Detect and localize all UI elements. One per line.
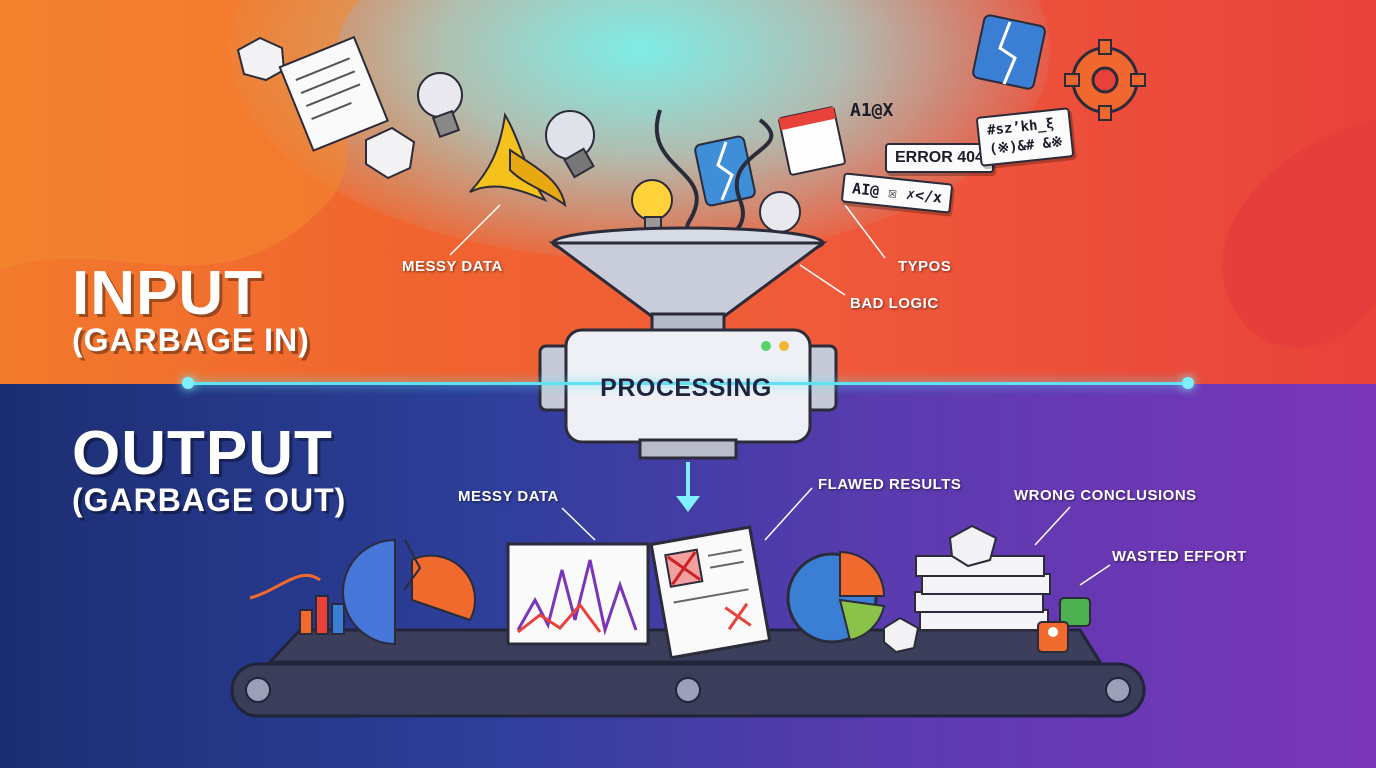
label-output-messy-data: MESSY DATA (458, 488, 559, 505)
down-arrow-icon (676, 462, 700, 512)
gear-icon (1064, 39, 1146, 121)
document-icon (278, 35, 389, 152)
error-404-tag: ERROR 404 (885, 143, 994, 173)
broken-pie-chart-icon (342, 538, 476, 646)
processing-machine (538, 328, 838, 460)
pointer-lines (449, 204, 1111, 586)
divider-dot-right (1182, 377, 1194, 389)
section-divider (188, 382, 1188, 385)
conveyor-belt (230, 628, 1146, 718)
top-right-swoosh (1222, 120, 1376, 349)
cracked-pie-chart-icon (786, 550, 886, 644)
sad-face-icon (1037, 597, 1091, 653)
processing-label: PROCESSING (600, 374, 772, 402)
label-flawed-results: FLAWED RESULTS (818, 476, 962, 493)
output-subtitle: (GARBAGE OUT) (72, 482, 347, 518)
banana-peel-icon (469, 112, 567, 208)
broken-file-icon (694, 14, 1046, 207)
messy-line-chart-icon (506, 542, 650, 646)
error-window-icon (778, 106, 846, 176)
label-wasted-effort: WASTED EFFORT (1112, 548, 1247, 565)
divider-dot-left (182, 377, 194, 389)
top-left-swoosh (0, 0, 360, 270)
paper-stack-icon (883, 524, 1051, 654)
funnel (548, 226, 828, 340)
label-wrong-conclusions: WRONG CONCLUSIONS (1014, 487, 1197, 504)
output-title: OUTPUT (72, 419, 333, 488)
label-typos: TYPOS (898, 258, 952, 275)
label-bad-logic: BAD LOGIC (850, 295, 939, 312)
input-title: INPUT (72, 259, 263, 328)
broken-bar-chart-icon (249, 573, 345, 635)
lightbulb-icon (417, 72, 801, 234)
flawed-report-icon (649, 525, 772, 660)
crumpled-paper-icon (236, 36, 416, 180)
input-subtitle: (GARBAGE IN) (72, 322, 310, 358)
label-input-messy-data: MESSY DATA (402, 258, 503, 275)
garbage-text-a1x: A1@X (850, 100, 894, 121)
garbled-text-tag-1: #sz’kh_ξ (※)&# &※ (975, 107, 1075, 167)
